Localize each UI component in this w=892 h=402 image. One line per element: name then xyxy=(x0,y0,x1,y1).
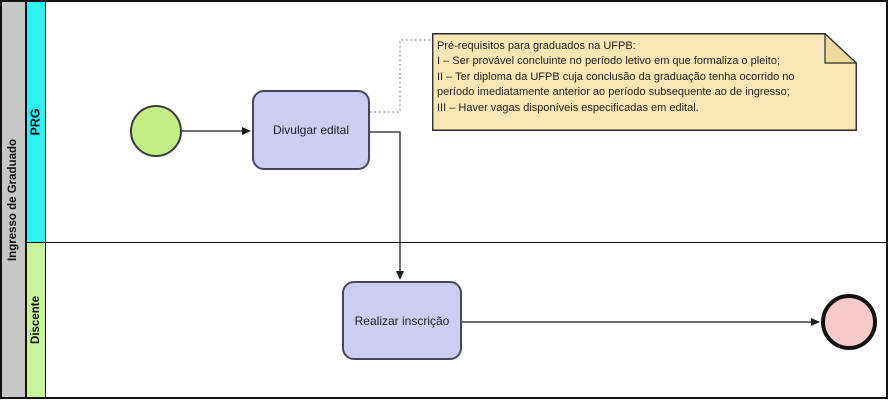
lane-divider xyxy=(27,241,886,243)
note-text: Pré-requisitos para graduados na UFPB: I… xyxy=(437,40,795,114)
task-divulgar-label: Divulgar edital xyxy=(272,123,350,137)
lane-label-prg[interactable]: PRG xyxy=(27,2,46,242)
lane-discente-label-text: Discente xyxy=(30,295,42,344)
lane-prg-label-text: PRG xyxy=(29,108,43,136)
task-realizar-inscricao[interactable]: Realizar inscrição xyxy=(342,281,462,360)
task-divulgar-edital[interactable]: Divulgar edital xyxy=(252,90,370,170)
note-fold-corner xyxy=(824,33,857,64)
text-annotation-note[interactable]: Pré-requisitos para graduados na UFPB: I… xyxy=(432,33,857,131)
end-event[interactable] xyxy=(821,294,877,350)
pool-label: Ingresso de Graduado xyxy=(7,138,20,261)
note-shape xyxy=(432,33,857,131)
start-event[interactable] xyxy=(130,105,182,157)
task-realizar-label: Realizar inscrição xyxy=(354,313,450,328)
pool-header[interactable]: Ingresso de Graduado xyxy=(2,2,27,397)
lane-label-discente[interactable]: Discente xyxy=(27,242,46,397)
note-body xyxy=(432,33,857,131)
